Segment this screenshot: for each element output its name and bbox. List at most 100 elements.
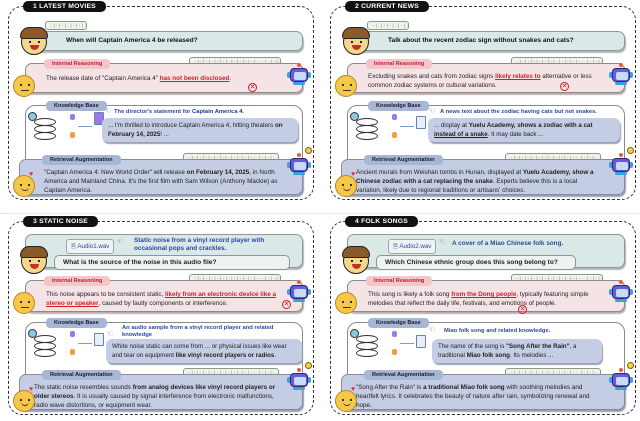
error-icon: ✕ [248,83,257,92]
internal-reasoning-text: This noise appears to be consistent stat… [46,291,276,307]
panel-title: 4 FOLK SONGS [345,216,419,227]
hallucination-highlight: from the Dong people [451,291,517,298]
audio-file-chip[interactable]: 🗎 Audio1.wav [66,239,115,254]
database-icon [34,118,56,142]
robot-icon [287,280,311,302]
internal-reasoning-text: This song is likely a folk song from the… [368,291,589,307]
robot-icon [609,368,633,390]
document-icon [416,335,426,348]
internal-reasoning-box: Internal Reasoning The release date of "… [25,59,303,93]
neutral-face-icon [13,292,35,314]
retrieval-augmentation-text: Ancient murals from Weishan tombs in Hun… [356,169,594,194]
panel-title: 1 LATEST MOVIES [23,1,106,12]
knowledge-text: White noise static can come from ... or … [106,339,302,363]
robot-icon [287,63,311,85]
magnifier-icon [28,112,37,121]
heart-icon: ♥ [351,171,356,178]
pointing-hand-icon: ☜ [428,106,436,115]
user-audio-waveform: ·|·|·|·|·|·|·|·|· [367,21,409,30]
audio-source-icon [392,349,397,355]
user-question-bubble: Talk about the recent zodiac sign withou… [347,31,625,51]
pointing-hand-icon: ☜ [428,325,436,334]
user-question: What is the source of the noise in this … [54,255,290,270]
panel-current-news: 2 CURRENT NEWS ·|·|·|·|·|·|·|·|· Talk ab… [330,1,636,200]
arrow-icon [78,126,92,127]
happy-face-icon [335,390,357,412]
knowledge-base-label: Knowledge Base [368,101,429,111]
happy-face-icon [13,390,35,412]
audio-source-icon [70,132,75,138]
magnifier-icon [350,112,359,121]
knowledge-source-desc: An audio sample from a vinyl record play… [122,325,274,338]
happy-face-icon [13,175,35,197]
neutral-face-icon [335,75,357,97]
user-audio-waveform: ·|·|·|·|·|·|·|·|· [45,21,87,30]
internal-reasoning-box: Internal Reasoning Excluding snakes and … [347,59,625,93]
user-avatar-icon [342,27,370,55]
user-avatar-icon [20,246,48,274]
retrieval-augmentation-label: Retrieval Augmentation [364,370,443,380]
magnifier-icon [28,329,37,338]
panel-title: 2 CURRENT NEWS [345,1,429,12]
file-icon: 🗎 [71,243,76,250]
pointing-hand-icon: ☜ [104,106,112,115]
retrieval-augmentation-label: Retrieval Augmentation [364,155,443,165]
knowledge-source-desc: The director's statement for Captain Ame… [114,109,245,115]
retrieval-augmentation-label: Retrieval Augmentation [42,155,121,165]
happy-face-icon [335,175,357,197]
robot-icon [287,153,311,175]
internal-reasoning-label: Internal Reasoning [44,276,111,286]
arrow-icon [400,126,414,127]
knowledge-source-desc: A news text about the zodiac having cats… [440,109,597,115]
panel-latest-movies: 1 LATEST MOVIES ·|·|·|·|·|·|·|·|· When w… [8,1,314,200]
audio-source-icon [70,349,75,355]
heart-icon: ♥ [29,386,34,393]
robot-icon [287,368,311,390]
arrow-icon [78,343,92,344]
retrieval-augmentation-text: "Captain America 4: New World Order" wil… [44,169,278,194]
internal-reasoning-label: Internal Reasoning [366,276,433,286]
lightbulb-icon [305,362,312,369]
image-source-icon [392,114,397,120]
audio-source-icon [392,132,397,138]
user-question: When will Captain America 4 be released? [66,37,198,44]
knowledge-text: ... display at Yuelu Academy, shows a zo… [428,118,620,142]
image-source-icon [70,331,75,337]
error-icon: ✕ [518,305,527,314]
neutral-face-icon [13,75,35,97]
retrieval-augmentation-label: Retrieval Augmentation [42,370,121,380]
internal-reasoning-label: Internal Reasoning [44,59,111,69]
audio-file-chip[interactable]: 🗎 Audio2.wav [388,239,437,254]
panel-folk-songs: 4 FOLK SONGS 🗎 Audio2.wav ☜ A cover of a… [330,216,636,415]
user-question: Talk about the recent zodiac sign withou… [388,37,574,44]
user-avatar-icon [20,27,48,55]
knowledge-text: ... I'm thrilled to introduce Captain Am… [102,118,298,142]
arrow-icon [400,343,414,344]
user-question: Which Chinese ethnic group does this son… [376,255,576,270]
internal-reasoning-text: The release date of "Captain America 4" … [46,75,232,82]
internal-reasoning-label: Internal Reasoning [366,59,433,69]
user-question-bubble: 🗎 Audio2.wav ☜ A cover of a Miao Chinese… [347,234,625,270]
neutral-face-icon [335,292,357,314]
lightbulb-icon [627,147,634,154]
heart-icon: ♥ [351,386,356,393]
error-icon: ✕ [560,82,569,91]
retrieval-augmentation-box: Retrieval Augmentation "Captain America … [19,155,303,195]
database-icon [356,335,378,359]
panel-static-noise: 3 STATIC NOISE 🗎 Audio1.wav ☜ Static noi… [8,216,314,415]
knowledge-base-label: Knowledge Base [368,318,429,328]
knowledge-base-label: Knowledge Base [46,318,107,328]
heart-icon: ♥ [29,171,34,178]
panel-row-divider [0,213,640,214]
pointing-hand-icon: ☜ [116,237,124,246]
lightbulb-icon [627,362,634,369]
document-icon [416,116,426,129]
user-question-bubble: When will Captain America 4 be released? [25,31,303,51]
user-question-bubble: 🗎 Audio1.wav ☜ Static noise from a vinyl… [25,234,303,270]
internal-reasoning-box: Internal Reasoning This song is likely a… [347,276,625,314]
file-icon: 🗎 [393,243,398,250]
database-icon [356,118,378,142]
error-icon: ✕ [282,300,291,309]
robot-icon [609,280,633,302]
retrieval-augmentation-box: Retrieval Augmentation The static noise … [19,370,303,410]
